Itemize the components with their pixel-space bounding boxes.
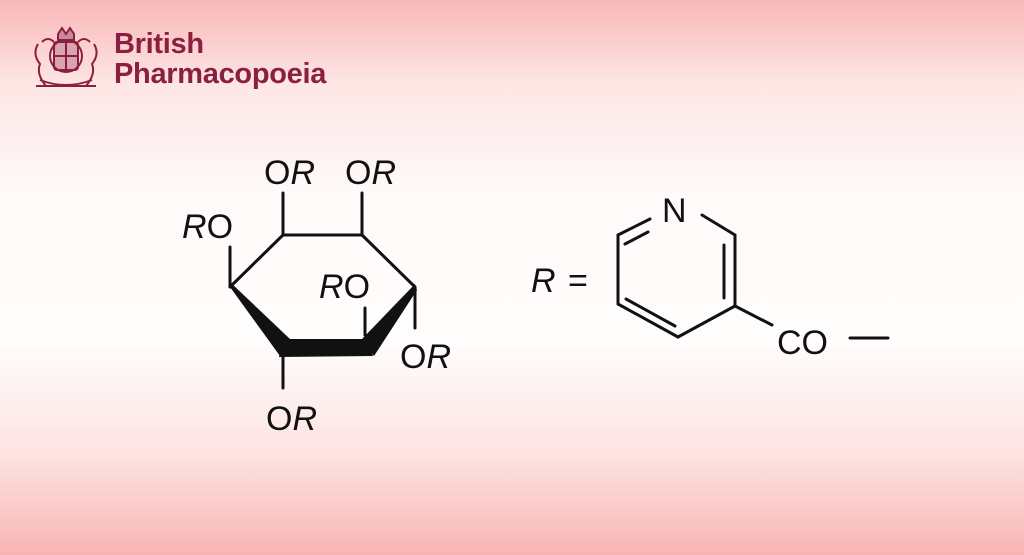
coat-of-arms-icon xyxy=(34,26,98,87)
ring-bond xyxy=(676,304,737,339)
substituent-label: OR xyxy=(345,154,396,192)
ring-bond xyxy=(360,233,417,289)
ring-bond xyxy=(616,217,652,237)
inositol-ring xyxy=(228,191,417,390)
double-bond-inner xyxy=(623,230,650,246)
substituent-label: RO xyxy=(182,208,233,246)
carbonyl-label: CO xyxy=(777,324,828,362)
substituent-label: OR xyxy=(264,154,315,192)
brand-name-line2: Pharmacopoeia xyxy=(114,58,327,90)
carbonyl-bond xyxy=(733,304,774,327)
double-bond-inner xyxy=(624,297,677,328)
ring-bond xyxy=(228,233,285,289)
ring-bond xyxy=(700,213,737,237)
substituent-label: RO xyxy=(319,268,370,306)
wedge-bond xyxy=(362,284,417,356)
pyridine-ring xyxy=(616,213,890,340)
ring-bond xyxy=(616,302,680,339)
r-group-label: R xyxy=(531,262,556,300)
wedge-bonds xyxy=(230,283,417,357)
wedge-bond xyxy=(230,283,290,356)
brand-name-line1: British xyxy=(114,28,204,60)
substituent-label: OR xyxy=(266,400,317,438)
logo: British Pharmacopoeia xyxy=(28,24,326,94)
bold-bond xyxy=(279,339,373,357)
equals-sign: = xyxy=(568,262,588,300)
substituent-label: OR xyxy=(400,338,451,376)
nitrogen-label: N xyxy=(662,192,687,230)
